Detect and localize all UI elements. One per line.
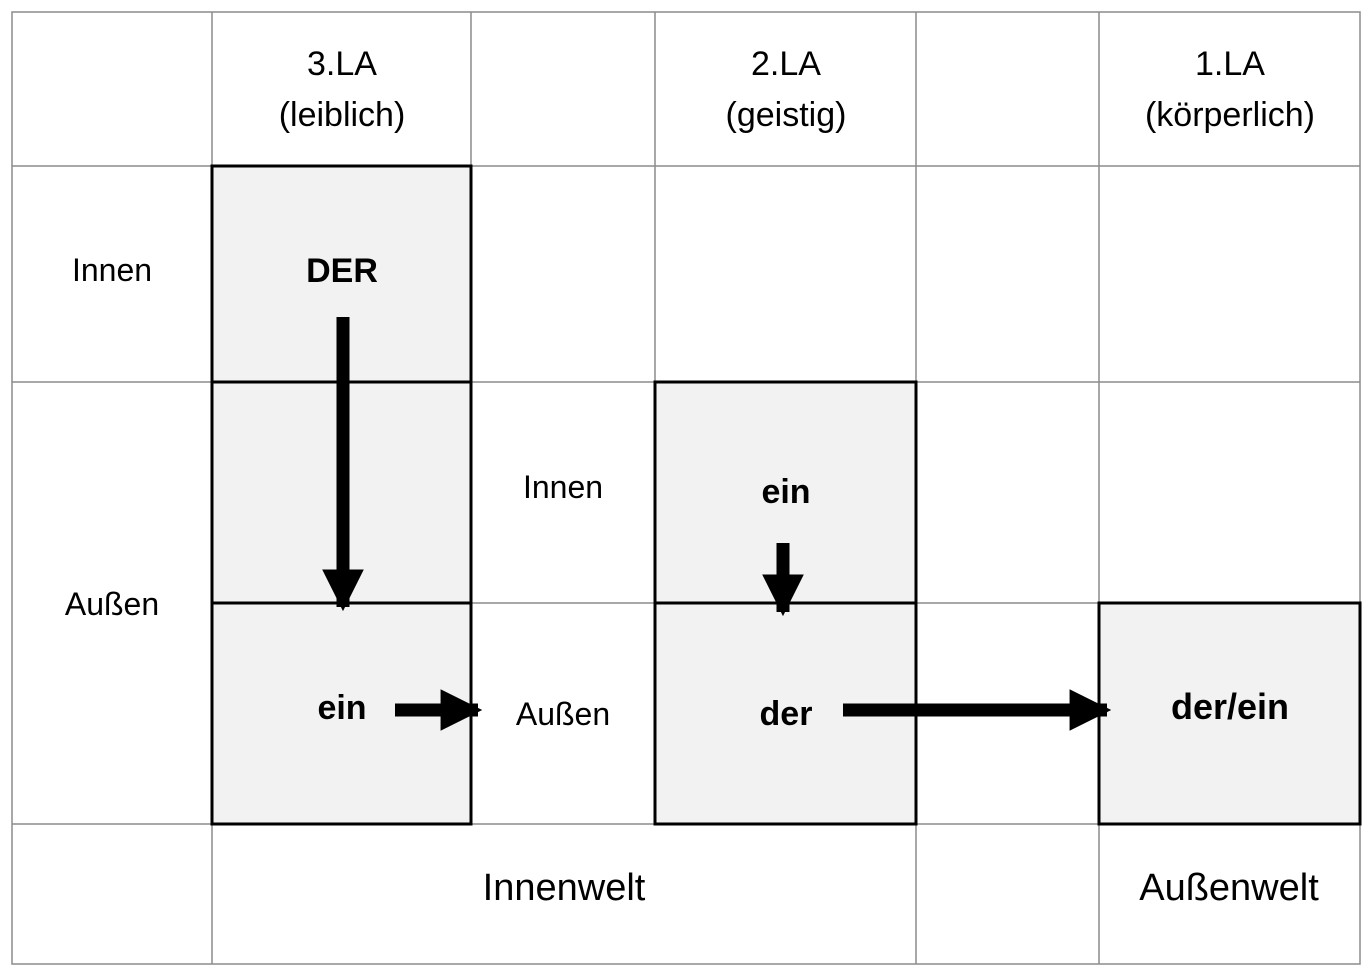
row-label-aussen: Außen bbox=[65, 586, 159, 622]
box-la1-aussen bbox=[1097, 601, 1362, 826]
header-la1-desc: (körperlich) bbox=[1145, 96, 1315, 134]
header-la3-desc: (leiblich) bbox=[279, 96, 406, 134]
header-la1-number: 1.LA bbox=[1195, 45, 1265, 83]
cell-der-la2: der bbox=[760, 695, 813, 733]
footer-aussenwelt: Außenwelt bbox=[1139, 867, 1319, 909]
footer-innenwelt: Innenwelt bbox=[483, 867, 646, 909]
cell-ein-la2: ein bbox=[761, 473, 810, 511]
cell-der-upper: DER bbox=[306, 252, 378, 290]
cell-ein-la3: ein bbox=[317, 689, 366, 727]
middle-label-aussen: Außen bbox=[516, 696, 610, 732]
header-la3-number: 3.LA bbox=[307, 45, 377, 83]
header-la2-desc: (geistig) bbox=[726, 96, 847, 134]
cell-der-ein-la1: der/ein bbox=[1171, 686, 1289, 727]
row-label-innen: Innen bbox=[72, 252, 152, 288]
header-la2-number: 2.LA bbox=[751, 45, 821, 83]
arrows bbox=[322, 317, 1112, 731]
middle-label-innen: Innen bbox=[523, 469, 603, 505]
